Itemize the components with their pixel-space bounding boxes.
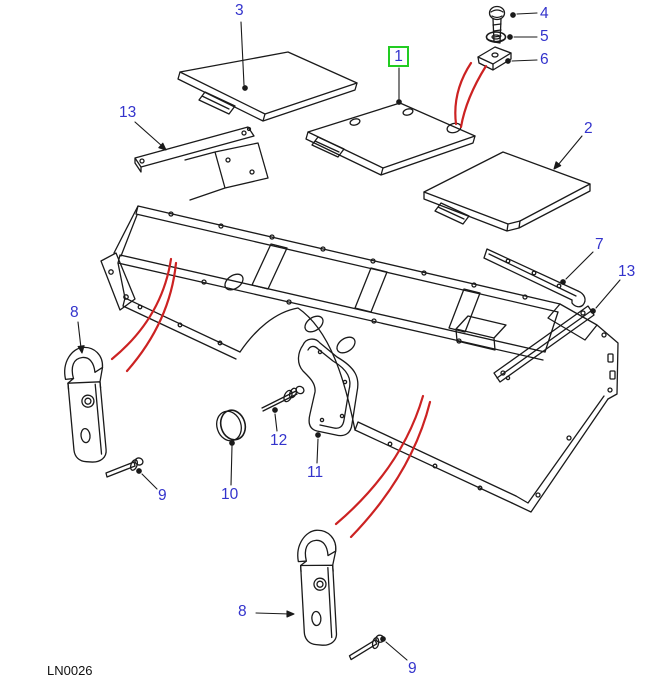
part-panel-1[interactable] (305, 102, 476, 176)
part-grommet-10[interactable] (213, 407, 249, 444)
part-catch-8-left[interactable] (62, 346, 112, 465)
part-pin-12[interactable] (261, 385, 305, 412)
callout-5[interactable]: 5 (540, 28, 549, 45)
callout-8-left[interactable]: 8 (70, 304, 79, 321)
part-tub-body[interactable] (100, 142, 619, 513)
part-strip-13-left[interactable] (134, 126, 255, 173)
callout-2[interactable]: 2 (584, 120, 593, 137)
leader-lines (77, 12, 621, 661)
part-panel-3[interactable] (177, 51, 358, 122)
drawing-code: LN0026 (47, 663, 93, 678)
callout-13-left[interactable]: 13 (119, 104, 137, 121)
callout-7[interactable]: 7 (595, 236, 604, 253)
callout-4[interactable]: 4 (540, 5, 549, 22)
callout-9-bottom[interactable]: 9 (408, 660, 417, 677)
part-panel-2[interactable] (423, 151, 591, 232)
callout-11[interactable]: 11 (307, 464, 324, 481)
part-bolt-4[interactable] (488, 5, 506, 44)
callout-10[interactable]: 10 (221, 486, 239, 503)
part-clip-6[interactable] (477, 46, 512, 71)
red-leader-curves (110, 61, 488, 539)
callout-9-left[interactable]: 9 (158, 487, 167, 504)
part-channel-7[interactable] (483, 248, 586, 308)
part-washer-5[interactable] (485, 31, 507, 43)
callout-12[interactable]: 12 (270, 432, 288, 449)
part-bracket-11[interactable] (297, 338, 359, 437)
part-catch-8-bottom[interactable] (296, 529, 342, 647)
callout-8-bottom[interactable]: 8 (238, 603, 247, 620)
callout-13-right[interactable]: 13 (618, 263, 636, 280)
callout-1-highlighted[interactable]: 1 (388, 46, 409, 67)
callout-6[interactable]: 6 (540, 51, 549, 68)
part-pin-9-left[interactable] (105, 457, 144, 478)
callout-3[interactable]: 3 (235, 2, 244, 19)
